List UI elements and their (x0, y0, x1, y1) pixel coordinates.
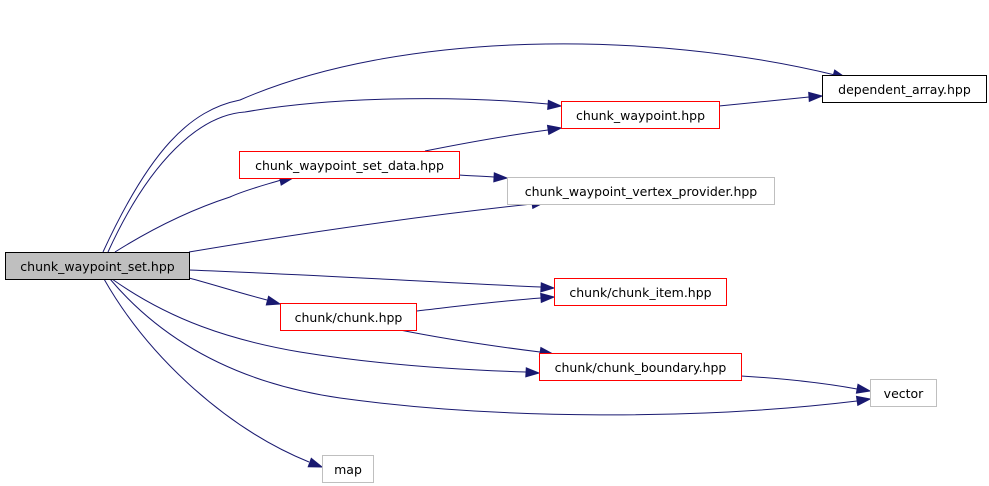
edge-line (399, 329, 541, 353)
edge-line (424, 129, 549, 152)
edge-line (102, 43, 836, 253)
node-box (870, 379, 937, 407)
node-dependent-array-hpp: dependent_array.hpp (822, 75, 987, 103)
node-label: vector (884, 386, 925, 401)
arrowhead-icon (547, 99, 563, 110)
node-chunk-waypoint-set-data-hpp[interactable]: chunk_waypoint_set_data.hpp (239, 151, 460, 179)
node-label: chunk/chunk_item.hpp (569, 285, 711, 300)
node-label: chunk_waypoint_set.hpp (20, 259, 174, 274)
edge-line (103, 278, 310, 463)
node-box (239, 151, 460, 179)
arrowhead-icon (493, 172, 509, 183)
arrowhead-icon (265, 295, 282, 306)
node-chunk-chunk-hpp[interactable]: chunk/chunk.hpp (280, 303, 417, 331)
arrowhead-icon (307, 457, 324, 468)
arrowhead-icon (540, 292, 556, 304)
node-box (822, 75, 987, 103)
node-map: map (322, 455, 374, 483)
edge-line (111, 278, 527, 373)
node-box (554, 278, 727, 306)
node-vector: vector (870, 379, 937, 407)
edge-chunk_waypoint_set_hpp-to-chunk_chunk_hpp (188, 277, 282, 306)
arrowhead-icon (540, 282, 556, 293)
edge-chunk_waypoint_set_hpp-to-dependent_array_hpp (102, 43, 848, 253)
edge-chunk_waypoint_set_hpp-to-map (103, 278, 324, 468)
edge-chunk_waypoint_set_data_hpp-to-chunk_waypoint_vertex_provider_hpp (458, 172, 509, 183)
node-label: dependent_array.hpp (838, 82, 971, 97)
edge-chunk_chunk_hpp-to-chunk_chunk_item_hpp (415, 292, 556, 312)
node-chunk-waypoint-set-hpp: chunk_waypoint_set.hpp (5, 252, 190, 280)
node-box (561, 101, 720, 129)
edge-line (109, 278, 858, 416)
edge-line (718, 96, 810, 107)
arrowhead-icon (808, 91, 824, 103)
edge-chunk_waypoint_set_hpp-to-chunk_waypoint_hpp (107, 98, 563, 253)
edge-line (188, 269, 542, 288)
edge-line (114, 179, 282, 253)
arrowhead-icon (525, 367, 541, 378)
node-label: chunk_waypoint.hpp (576, 108, 705, 123)
edge-chunk_waypoint_set_hpp-to-vector (109, 278, 872, 416)
node-label: chunk/chunk_boundary.hpp (555, 360, 727, 375)
node-label: chunk/chunk.hpp (295, 310, 403, 325)
edge-chunk_waypoint_set_hpp-to-chunk_chunk_item_hpp (188, 269, 556, 293)
node-chunk-waypoint-hpp[interactable]: chunk_waypoint.hpp (561, 101, 720, 129)
edge-line (188, 203, 533, 253)
node-box (539, 353, 742, 381)
edge-chunk_waypoint_set_hpp-to-chunk_waypoint_vertex_provider_hpp (188, 198, 547, 253)
node-label: chunk_waypoint_set_data.hpp (255, 158, 444, 173)
edge-chunk_waypoint_hpp-to-dependent_array_hpp (718, 91, 824, 107)
edge-line (458, 174, 495, 178)
edge-line (740, 375, 858, 390)
node-box (507, 177, 775, 205)
edge-line (415, 297, 542, 312)
arrowhead-icon (855, 383, 872, 394)
node-label: map (334, 462, 362, 477)
node-chunk-chunk-boundary-hpp[interactable]: chunk/chunk_boundary.hpp (539, 353, 742, 381)
node-chunk-waypoint-vertex-provider-hpp: chunk_waypoint_vertex_provider.hpp (507, 177, 775, 205)
edge-chunk_waypoint_set_hpp-to-chunk_chunk_boundary_hpp (111, 278, 541, 378)
edge-line (107, 98, 549, 253)
node-box (5, 252, 190, 280)
edge-chunk_chunk_hpp-to-chunk_chunk_boundary_hpp (399, 329, 555, 358)
arrowhead-icon (855, 395, 872, 407)
arrowhead-icon (546, 124, 563, 136)
node-chunk-chunk-item-hpp[interactable]: chunk/chunk_item.hpp (554, 278, 727, 306)
edge-line (188, 277, 268, 301)
node-label: chunk_waypoint_vertex_provider.hpp (525, 184, 758, 199)
edge-chunk_chunk_boundary_hpp-to-vector (740, 375, 872, 394)
edge-chunk_waypoint_set_data_hpp-to-chunk_waypoint_hpp (424, 124, 563, 152)
node-box (322, 455, 374, 483)
edge-layer (102, 43, 872, 468)
edge-chunk_waypoint_set_hpp-to-chunk_waypoint_set_data_hpp (114, 175, 295, 253)
node-layer: chunk_waypoint_set.hpp dependent_array.hp… (5, 75, 987, 483)
node-box (280, 303, 417, 331)
